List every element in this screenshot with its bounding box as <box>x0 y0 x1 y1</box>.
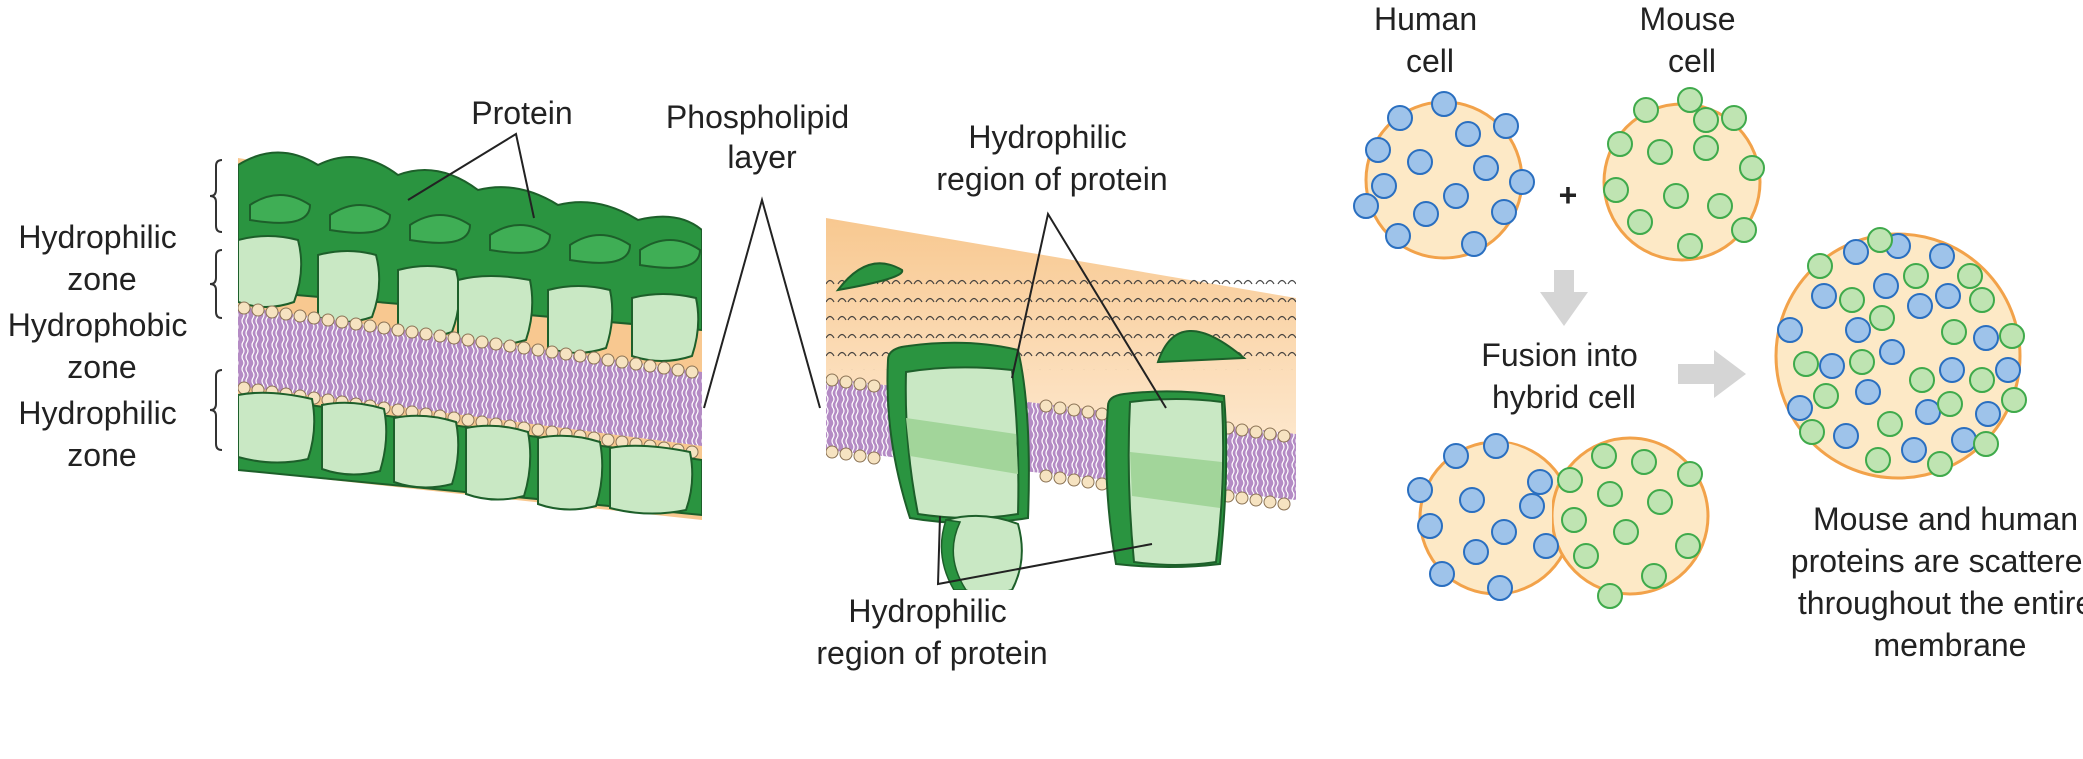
hybrid-cell <box>1407 433 1710 609</box>
plus-sign: + <box>1559 177 1578 213</box>
protein-label: Protein <box>471 95 572 131</box>
integral-protein-right <box>1105 390 1228 568</box>
top-protein-label: Hydrophilic region of protein <box>936 119 1167 197</box>
result-cell <box>1774 227 2027 480</box>
mouse-cell-label: Mouse cell <box>1640 1 1745 79</box>
mouse-cell <box>1602 87 1765 262</box>
upper-protein-blocks <box>238 235 700 362</box>
zone-label-hydrophilic-bottom: Hydrophilic zone <box>18 395 185 473</box>
panel-membrane-section <box>238 151 702 520</box>
top-protein-highlights <box>249 194 702 269</box>
integral-protein-left <box>886 341 1030 590</box>
human-cell <box>1353 91 1535 260</box>
zone-braces <box>209 159 223 451</box>
peripheral-protein-right <box>1156 330 1247 364</box>
phospholipid-label: Phospholipid layer <box>666 99 858 175</box>
result-label: Mouse and human proteins are scattered t… <box>1791 501 2083 663</box>
top-protein-leader <box>1011 211 1167 409</box>
down-arrow <box>1540 270 1588 326</box>
peripheral-protein-left <box>835 262 904 292</box>
brace-hydrophobic <box>209 249 223 319</box>
brace-hydrophilic-bottom <box>209 369 223 451</box>
human-cell-label: Human cell <box>1374 1 1486 79</box>
right-arrow <box>1678 350 1746 398</box>
fusion-label: Fusion into hybrid cell <box>1481 337 1646 415</box>
zone-label-hydrophobic: Hydrophobic zone <box>8 307 197 385</box>
protein-leader <box>407 132 535 219</box>
lower-protein-blocks <box>238 391 694 515</box>
panel-cell-fusion: Human cell Mouse cell + Fusion into hybr… <box>1353 1 2083 663</box>
bottom-protein-leader <box>936 515 1153 586</box>
zone-label-hydrophilic-top: Hydrophilic zone <box>18 219 185 297</box>
bilayer-heads-2-bottom <box>826 445 1291 511</box>
brace-hydrophilic-top <box>209 159 223 233</box>
bilayer-band <box>238 306 702 446</box>
bilayer-heads-top <box>238 301 699 379</box>
bottom-protein-label: Hydrophilic region of protein <box>816 593 1047 671</box>
panel-integral-proteins <box>826 218 1296 590</box>
phospholipid-leader <box>703 196 821 409</box>
bilayer-heads-2-top <box>826 373 1291 443</box>
